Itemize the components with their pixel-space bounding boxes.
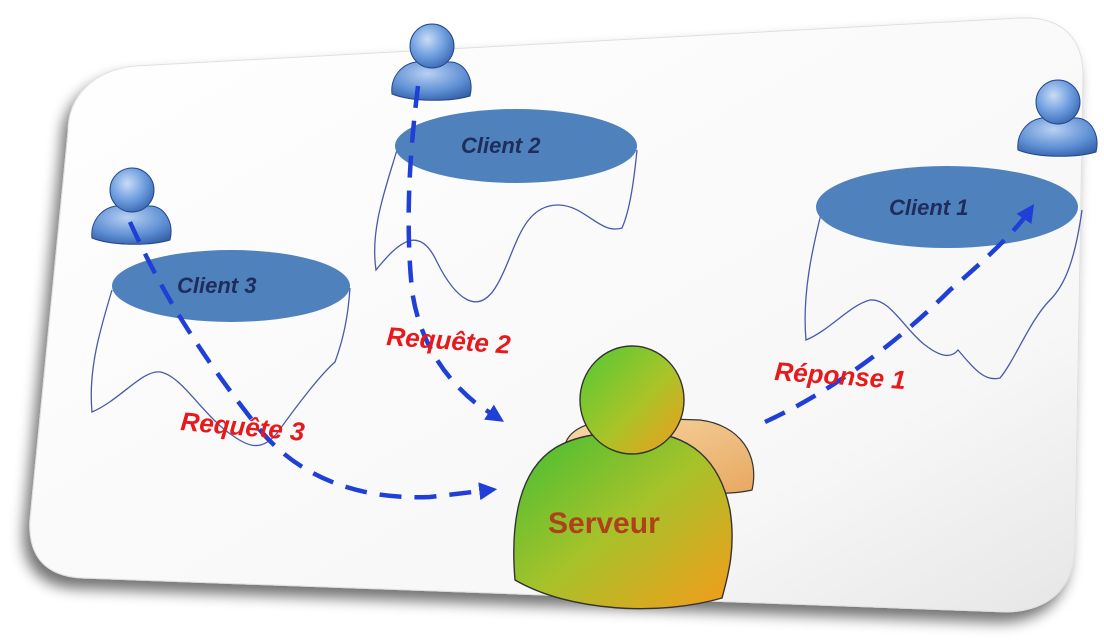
client-2-node: Client 2: [373, 109, 638, 303]
server-label: Serveur: [548, 507, 660, 540]
arrow-requete-2: [406, 85, 505, 422]
client-2-drape: [373, 149, 638, 303]
client-3-drape: [90, 287, 351, 447]
client-1-user-icon: [1017, 79, 1098, 157]
server-head: [579, 345, 685, 455]
client-1-label: Client 1: [889, 195, 968, 220]
client-2-user-icon: [391, 23, 472, 101]
client-1-ellipse: [816, 166, 1078, 248]
server-icon: Serveur: [513, 345, 755, 610]
client-3-label: Client 3: [177, 273, 256, 298]
client-1-drape: [804, 209, 1083, 380]
client-2-ellipse: [395, 109, 637, 183]
server-body: [513, 431, 733, 610]
client-1-node: Client 1: [804, 166, 1083, 380]
client-2-label: Client 2: [461, 133, 541, 158]
arrow-requete-3: [127, 221, 498, 501]
